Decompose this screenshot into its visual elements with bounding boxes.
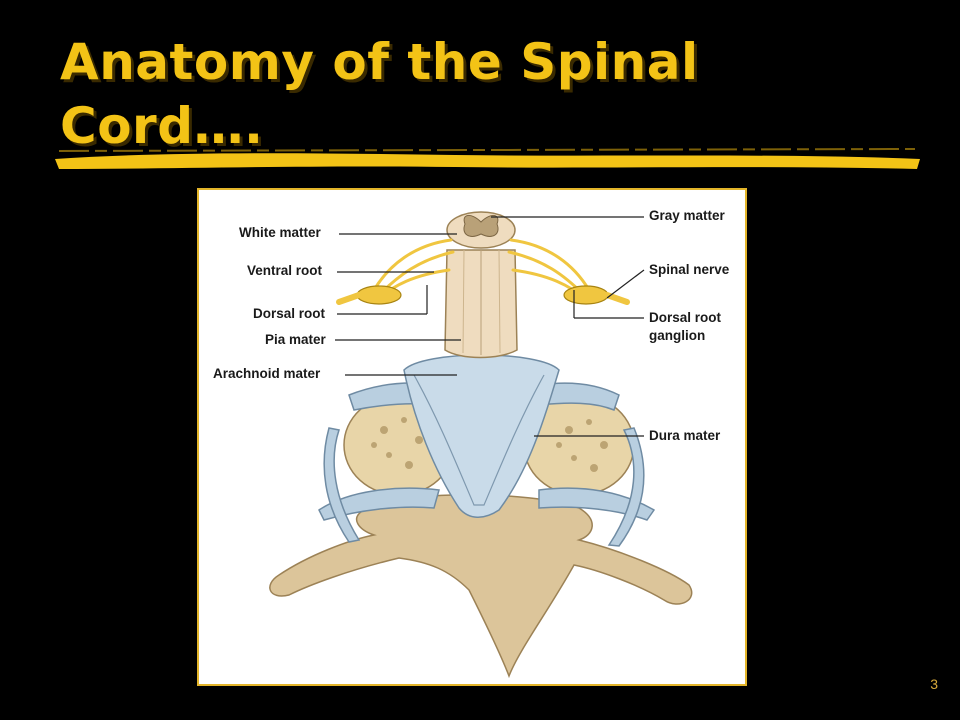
spinal-cord-illustration bbox=[269, 211, 693, 679]
label-pia-mater: Pia mater bbox=[265, 332, 326, 347]
title-underline bbox=[55, 148, 920, 169]
label-arachnoid-mater: Arachnoid mater bbox=[213, 366, 321, 381]
label-ventral-root: Ventral root bbox=[247, 263, 323, 278]
spinal-cord-figure: White matter Ventral root Dorsal root Pi… bbox=[197, 188, 747, 686]
slide-title: Anatomy of the Spinal Cord…. bbox=[60, 33, 699, 155]
label-white-matter: White matter bbox=[239, 225, 321, 240]
leader-lines bbox=[335, 216, 645, 437]
label-dura-mater: Dura mater bbox=[649, 428, 721, 443]
label-dorsal-root-ganglion-2: ganglion bbox=[649, 328, 706, 343]
vertebra bbox=[269, 494, 693, 679]
label-dorsal-root: Dorsal root bbox=[253, 306, 326, 321]
page-number: 3 bbox=[930, 676, 938, 692]
label-gray-matter: Gray matter bbox=[649, 208, 725, 223]
label-spinal-nerve: Spinal nerve bbox=[649, 262, 730, 277]
label-dorsal-root-ganglion-1: Dorsal root bbox=[649, 310, 722, 325]
